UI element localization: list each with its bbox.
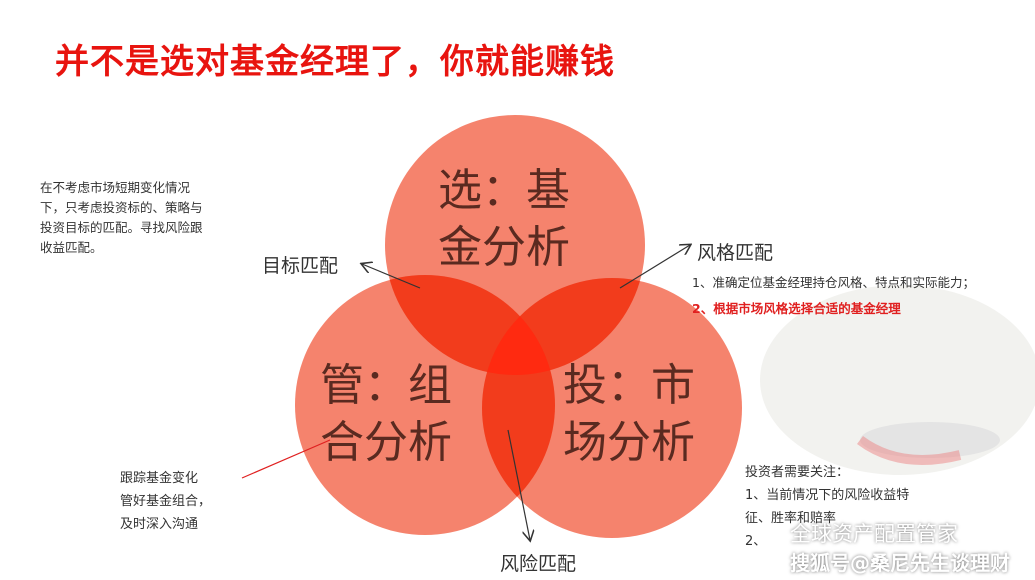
risk-match-label: 风险匹配 <box>500 553 577 575</box>
watermark-line1: 全球资产配置管家 <box>790 522 958 546</box>
arrow-goal-match <box>362 264 421 289</box>
manage-note: 跟踪基金变化 管好基金组合， 及时深入沟通 <box>120 467 211 536</box>
manage-note-line: 跟踪基金变化 <box>120 471 199 486</box>
page-title: 并不是选对基金经理了，你就能赚钱 <box>55 42 615 82</box>
circle-top-line2: 金分析 <box>438 222 570 273</box>
style-note-item-2: 2、根据市场风格选择合适的基金经理 <box>692 301 901 316</box>
goal-note-line: 在不考虑市场短期变化情况 <box>40 180 191 195</box>
style-match-label: 风格匹配 <box>697 242 774 264</box>
investor-note-line: 1、当前情况下的风险收益特 <box>745 488 910 503</box>
arrow-risk-match <box>507 429 530 540</box>
circle-left-line1: 管：组 <box>320 360 452 411</box>
manage-note-line: 及时深入沟通 <box>120 517 199 532</box>
goal-note-line: 下，只考虑投资标的、策略与 <box>40 200 203 215</box>
goal-match-label: 目标匹配 <box>262 255 339 277</box>
goal-note: 在不考虑市场短期变化情况 下，只考虑投资标的、策略与 投资目标的匹配。寻找风险跟… <box>40 178 203 258</box>
investor-note-line: 2、 <box>745 534 767 549</box>
style-note: 1、准确定位基金经理持仓风格、特点和实际能力； 2、根据市场风格选择合适的基金经… <box>692 270 975 322</box>
line-manage-note <box>241 439 331 479</box>
overlap-top-right <box>482 278 645 375</box>
circle-left-line2: 合分析 <box>320 417 452 468</box>
circle-right-line1: 投：市 <box>563 360 695 411</box>
investor-note: 投资者需要关注： 1、当前情况下的风险收益特 征、胜率和赔率 2、 <box>745 461 909 553</box>
circle-right-line2: 场分析 <box>563 417 695 468</box>
investor-note-line: 投资者需要关注： <box>745 465 850 480</box>
manage-note-line: 管好基金组合， <box>120 494 212 509</box>
investor-note-line: 征、胜率和赔率 <box>745 511 837 526</box>
watermark-line2: 搜狐号@桑尼先生谈理财 <box>790 551 1010 575</box>
arrow-style-match <box>619 245 690 289</box>
circle-top-line1: 选：基 <box>438 165 570 216</box>
goal-note-line: 收益匹配。 <box>40 240 103 255</box>
overlap-top-left <box>385 275 555 375</box>
style-note-item-1: 1、准确定位基金经理持仓风格、特点和实际能力； <box>692 275 975 290</box>
chair-decoration <box>760 285 1035 475</box>
goal-note-line: 投资目标的匹配。寻找风险跟 <box>40 220 203 235</box>
